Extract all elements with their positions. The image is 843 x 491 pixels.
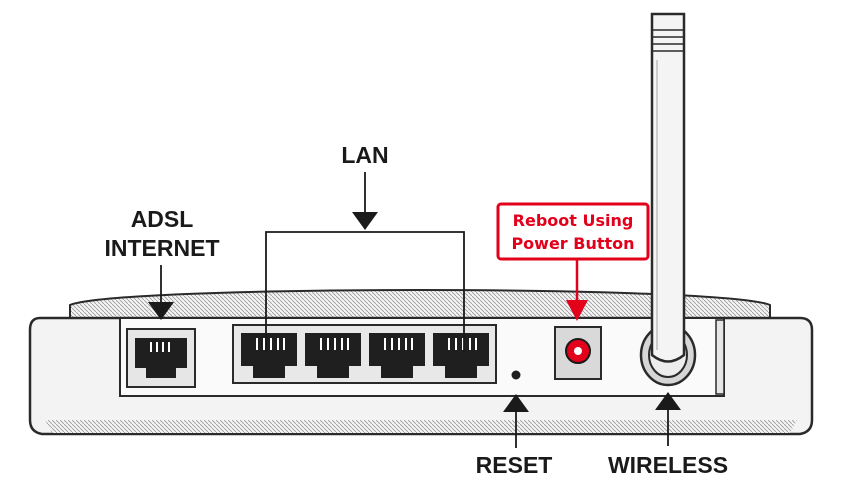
lan-port-2: [305, 333, 361, 378]
lan-port-4: [433, 333, 489, 378]
side-slot: [715, 319, 725, 395]
label-adsl: ADSL: [131, 206, 194, 232]
lan-port-1: [241, 333, 297, 378]
callout-line-2: Power Button: [511, 234, 634, 253]
adsl-arrowhead: [148, 302, 174, 320]
reset-arrowhead: [503, 394, 529, 412]
antenna: [650, 12, 686, 363]
callout-arrowhead: [566, 300, 588, 321]
callout-box: [496, 202, 650, 261]
label-wireless: WIRELESS: [608, 452, 728, 478]
label-internet: INTERNET: [105, 235, 220, 261]
wireless-arrowhead: [655, 392, 681, 410]
router-bottom-edge: [45, 420, 797, 433]
lan-arrowhead: [352, 212, 378, 230]
lan-pointer: [265, 172, 465, 352]
label-reset: RESET: [476, 452, 553, 478]
router-top-edge: [69, 289, 771, 319]
power-button: [554, 326, 602, 380]
reset-pinhole: [511, 370, 521, 380]
lan-port-3: [369, 333, 425, 378]
callout-line-1: Reboot Using: [513, 211, 634, 230]
label-lan: LAN: [341, 142, 388, 168]
adsl-port: [126, 328, 196, 388]
